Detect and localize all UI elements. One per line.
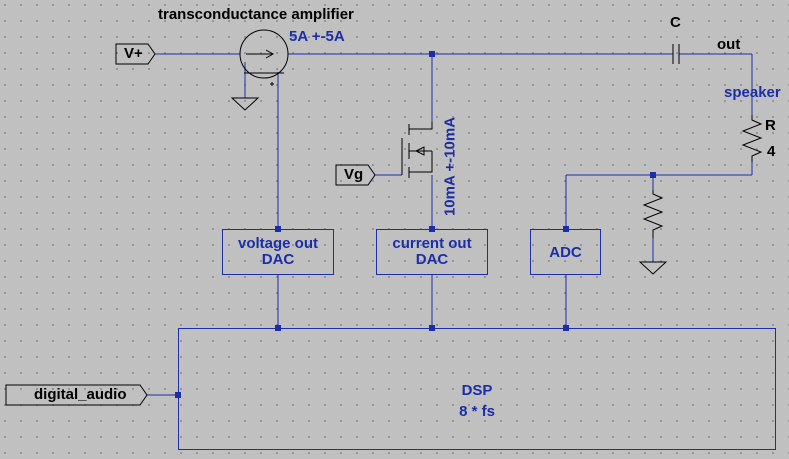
ground-icon bbox=[638, 261, 668, 275]
port-vg-label: Vg bbox=[344, 166, 364, 183]
adc-block: ADC bbox=[530, 229, 601, 275]
mosfet-symbol bbox=[401, 122, 433, 178]
voltage-dac-line1: voltage out bbox=[237, 235, 318, 252]
junction-dot bbox=[429, 51, 435, 57]
voltage-dac-line2: DAC bbox=[261, 251, 295, 268]
resistor-symbol bbox=[741, 115, 763, 162]
amplifier-rating: 5A +-5A bbox=[289, 28, 345, 45]
dsp-rate-label: 8 * fs bbox=[459, 403, 495, 420]
resistor-name: R bbox=[765, 117, 776, 134]
port-vplus-label: V+ bbox=[124, 45, 143, 62]
current-dac-line1: current out bbox=[392, 235, 472, 252]
ground-icon bbox=[230, 97, 260, 111]
capacitor-symbol bbox=[672, 44, 680, 64]
port-vplus bbox=[115, 43, 156, 65]
junction-dot bbox=[650, 172, 656, 178]
current-dac-block: current out DAC bbox=[376, 229, 488, 275]
port-digital-audio-label: digital_audio bbox=[34, 386, 127, 403]
resistor-value: 4 bbox=[767, 143, 776, 160]
voltage-dac-block: voltage out DAC bbox=[222, 229, 334, 275]
port-digital-audio bbox=[5, 384, 148, 406]
current-dac-line2: DAC bbox=[415, 251, 449, 268]
port-vg bbox=[335, 164, 376, 186]
adc-label: ADC bbox=[549, 244, 582, 261]
capacitor-label: C bbox=[670, 14, 681, 31]
dsp-block: DSP 8 * fs bbox=[178, 328, 776, 450]
out-node-label: out bbox=[717, 36, 741, 53]
resistor-symbol bbox=[642, 190, 664, 238]
dsp-label: DSP bbox=[461, 382, 493, 399]
current-rating-label: 10mA +-10mA bbox=[441, 116, 459, 217]
amplifier-title: transconductance amplifier bbox=[158, 6, 354, 23]
speaker-label: speaker bbox=[724, 84, 781, 101]
amplifier-symbol bbox=[239, 29, 289, 86]
